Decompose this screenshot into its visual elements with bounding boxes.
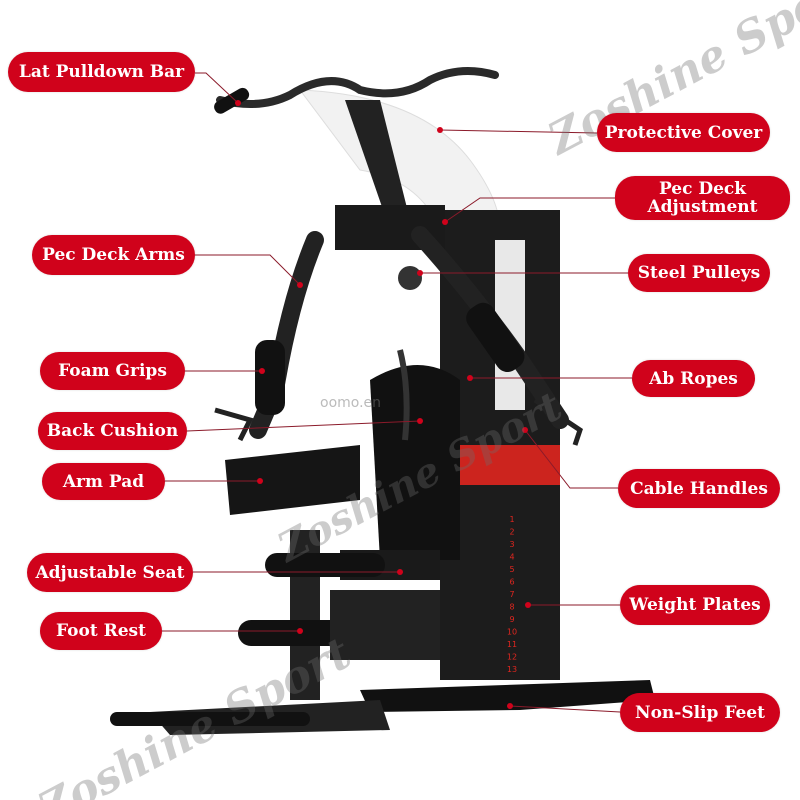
ab-rope — [397, 349, 410, 441]
label-foam-grips: Foam Grips — [40, 352, 185, 390]
weight-plate-number: 3 — [509, 540, 514, 549]
lat-pulldown-bar — [216, 67, 499, 108]
weight-plate-number: 13 — [507, 665, 517, 674]
weight-plate-number: 2 — [509, 528, 514, 537]
label-non-slip-feet: Non-Slip Feet — [620, 693, 780, 732]
label-ab-ropes: Ab Ropes — [632, 360, 755, 397]
label-weight-plates: Weight Plates — [620, 585, 770, 625]
label-cable-handles: Cable Handles — [618, 469, 780, 508]
weight-plate-number: 4 — [509, 553, 514, 562]
weight-plate-number: 6 — [509, 578, 514, 587]
front-foot-bar — [110, 712, 310, 726]
weight-plate-number: 8 — [509, 603, 514, 612]
weight-plate-number: 5 — [509, 565, 514, 574]
tower-base — [360, 680, 655, 712]
arm-pad — [225, 445, 360, 515]
lat-bar-grip — [214, 87, 250, 114]
weight-plate-number: 12 — [507, 653, 517, 662]
label-foot-rest: Foot Rest — [40, 612, 162, 650]
foam-grip-left — [255, 340, 285, 415]
leg-roller-upper — [265, 553, 385, 577]
weight-plate-number: 11 — [507, 640, 517, 649]
label-steel-pulleys: Steel Pulleys — [628, 254, 770, 292]
foam-grip-right — [466, 302, 525, 373]
label-lat-pulldown-bar: Lat Pulldown Bar — [8, 52, 195, 92]
label-pec-deck-adjustment: Pec Deck Adjustment — [615, 176, 790, 220]
back-cushion — [370, 365, 460, 560]
weight-plate-number: 10 — [507, 628, 517, 637]
label-back-cushion: Back Cushion — [38, 412, 187, 450]
cable-handle-left — [214, 407, 254, 442]
cable-handle-right — [533, 397, 583, 446]
upper-frame — [345, 100, 410, 230]
weight-plate-number: 1 — [509, 515, 514, 524]
pulley — [398, 266, 422, 290]
lower-frame — [330, 590, 440, 660]
label-pec-deck-arms: Pec Deck Arms — [32, 235, 195, 275]
secondary-watermark: oomo.en — [320, 395, 382, 411]
label-adjustable-seat: Adjustable Seat — [27, 553, 193, 592]
protective-cover — [298, 89, 501, 231]
leader-dots — [235, 100, 531, 709]
leader-lines — [162, 72, 632, 713]
tower-red-stripe — [460, 445, 560, 485]
weight-plate-number: 9 — [509, 615, 514, 624]
label-protective-cover: Protective Cover — [597, 113, 770, 152]
weight-plate-number: 7 — [509, 590, 514, 599]
label-arm-pad: Arm Pad — [42, 463, 165, 500]
